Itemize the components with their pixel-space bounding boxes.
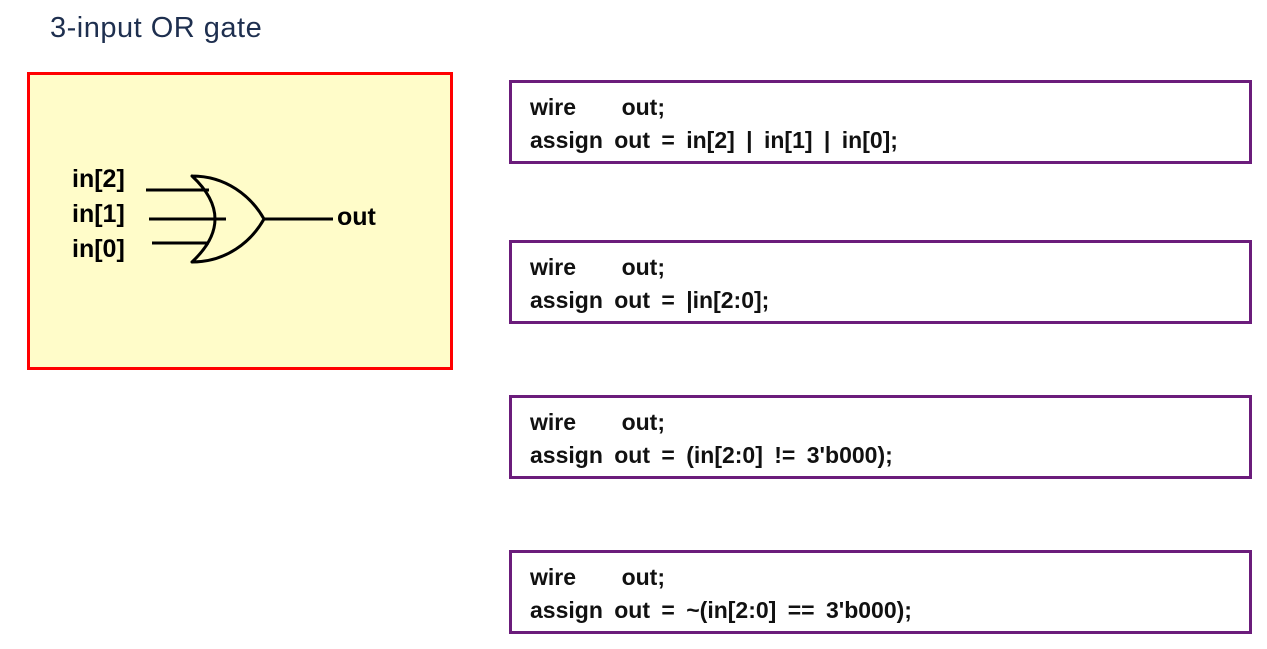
code-line: assign out = ~(in[2:0] == 3'b000);: [530, 597, 912, 623]
input-label-in0: in[0]: [72, 235, 125, 263]
code-box-not-equal: wire out; assign out = (in[2:0] != 3'b00…: [509, 395, 1252, 479]
code-line: assign out = (in[2:0] != 3'b000);: [530, 442, 893, 468]
output-label: out: [337, 203, 376, 231]
code-box-invert-equal: wire out; assign out = ~(in[2:0] == 3'b0…: [509, 550, 1252, 634]
or-gate-diagram: [146, 174, 333, 264]
code-box-bitwise-or: wire out; assign out = in[2] | in[1] | i…: [509, 80, 1252, 164]
code-line: wire out;: [530, 254, 665, 280]
code-line: assign out = |in[2:0];: [530, 287, 770, 313]
input-label-in2: in[2]: [72, 165, 125, 193]
code-line: wire out;: [530, 564, 665, 590]
or-gate-shape: [190, 174, 266, 264]
or-gate-panel: in[2] in[1] in[0] out: [27, 72, 453, 370]
code-line: wire out;: [530, 409, 665, 435]
code-line: assign out = in[2] | in[1] | in[0];: [530, 127, 898, 153]
page-title: 3-input OR gate: [50, 12, 263, 44]
code-line: wire out;: [530, 94, 665, 120]
code-box-reduction-or: wire out; assign out = |in[2:0];: [509, 240, 1252, 324]
input-label-in1: in[1]: [72, 200, 125, 228]
